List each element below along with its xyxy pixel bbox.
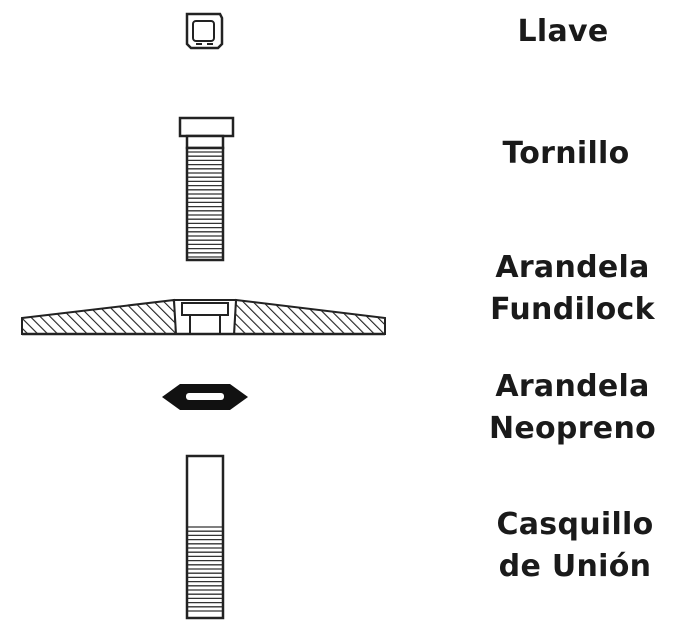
casquillo-drawing	[185, 454, 225, 620]
neopreno-label-line-1: Arandela	[495, 369, 650, 404]
fundilock-drawing	[21, 298, 386, 336]
neopreno-drawing	[162, 384, 248, 410]
llave-drawing	[185, 12, 224, 50]
tornillo-drawing	[178, 116, 235, 262]
tornillo-label-line: Tornillo	[502, 136, 630, 171]
fundilock-label-line-2: Fundilock	[490, 292, 655, 327]
casquillo-label-line-2: de Unión	[498, 549, 652, 584]
arandela-fundilock-label: Arandela Fundilock	[480, 247, 665, 331]
tornillo-label: Tornillo	[486, 133, 646, 175]
arandela-neopreno-label: Arandela Neopreno	[480, 366, 665, 450]
fundilock-label-line-1: Arandela	[495, 250, 650, 285]
llave-label-line: Llave	[517, 14, 609, 49]
llave-label: Llave	[508, 11, 618, 53]
casquillo-label-line-1: Casquillo	[496, 507, 654, 542]
neopreno-label-line-2: Neopreno	[488, 411, 657, 446]
casquillo-label: Casquillo de Unión	[485, 504, 665, 588]
